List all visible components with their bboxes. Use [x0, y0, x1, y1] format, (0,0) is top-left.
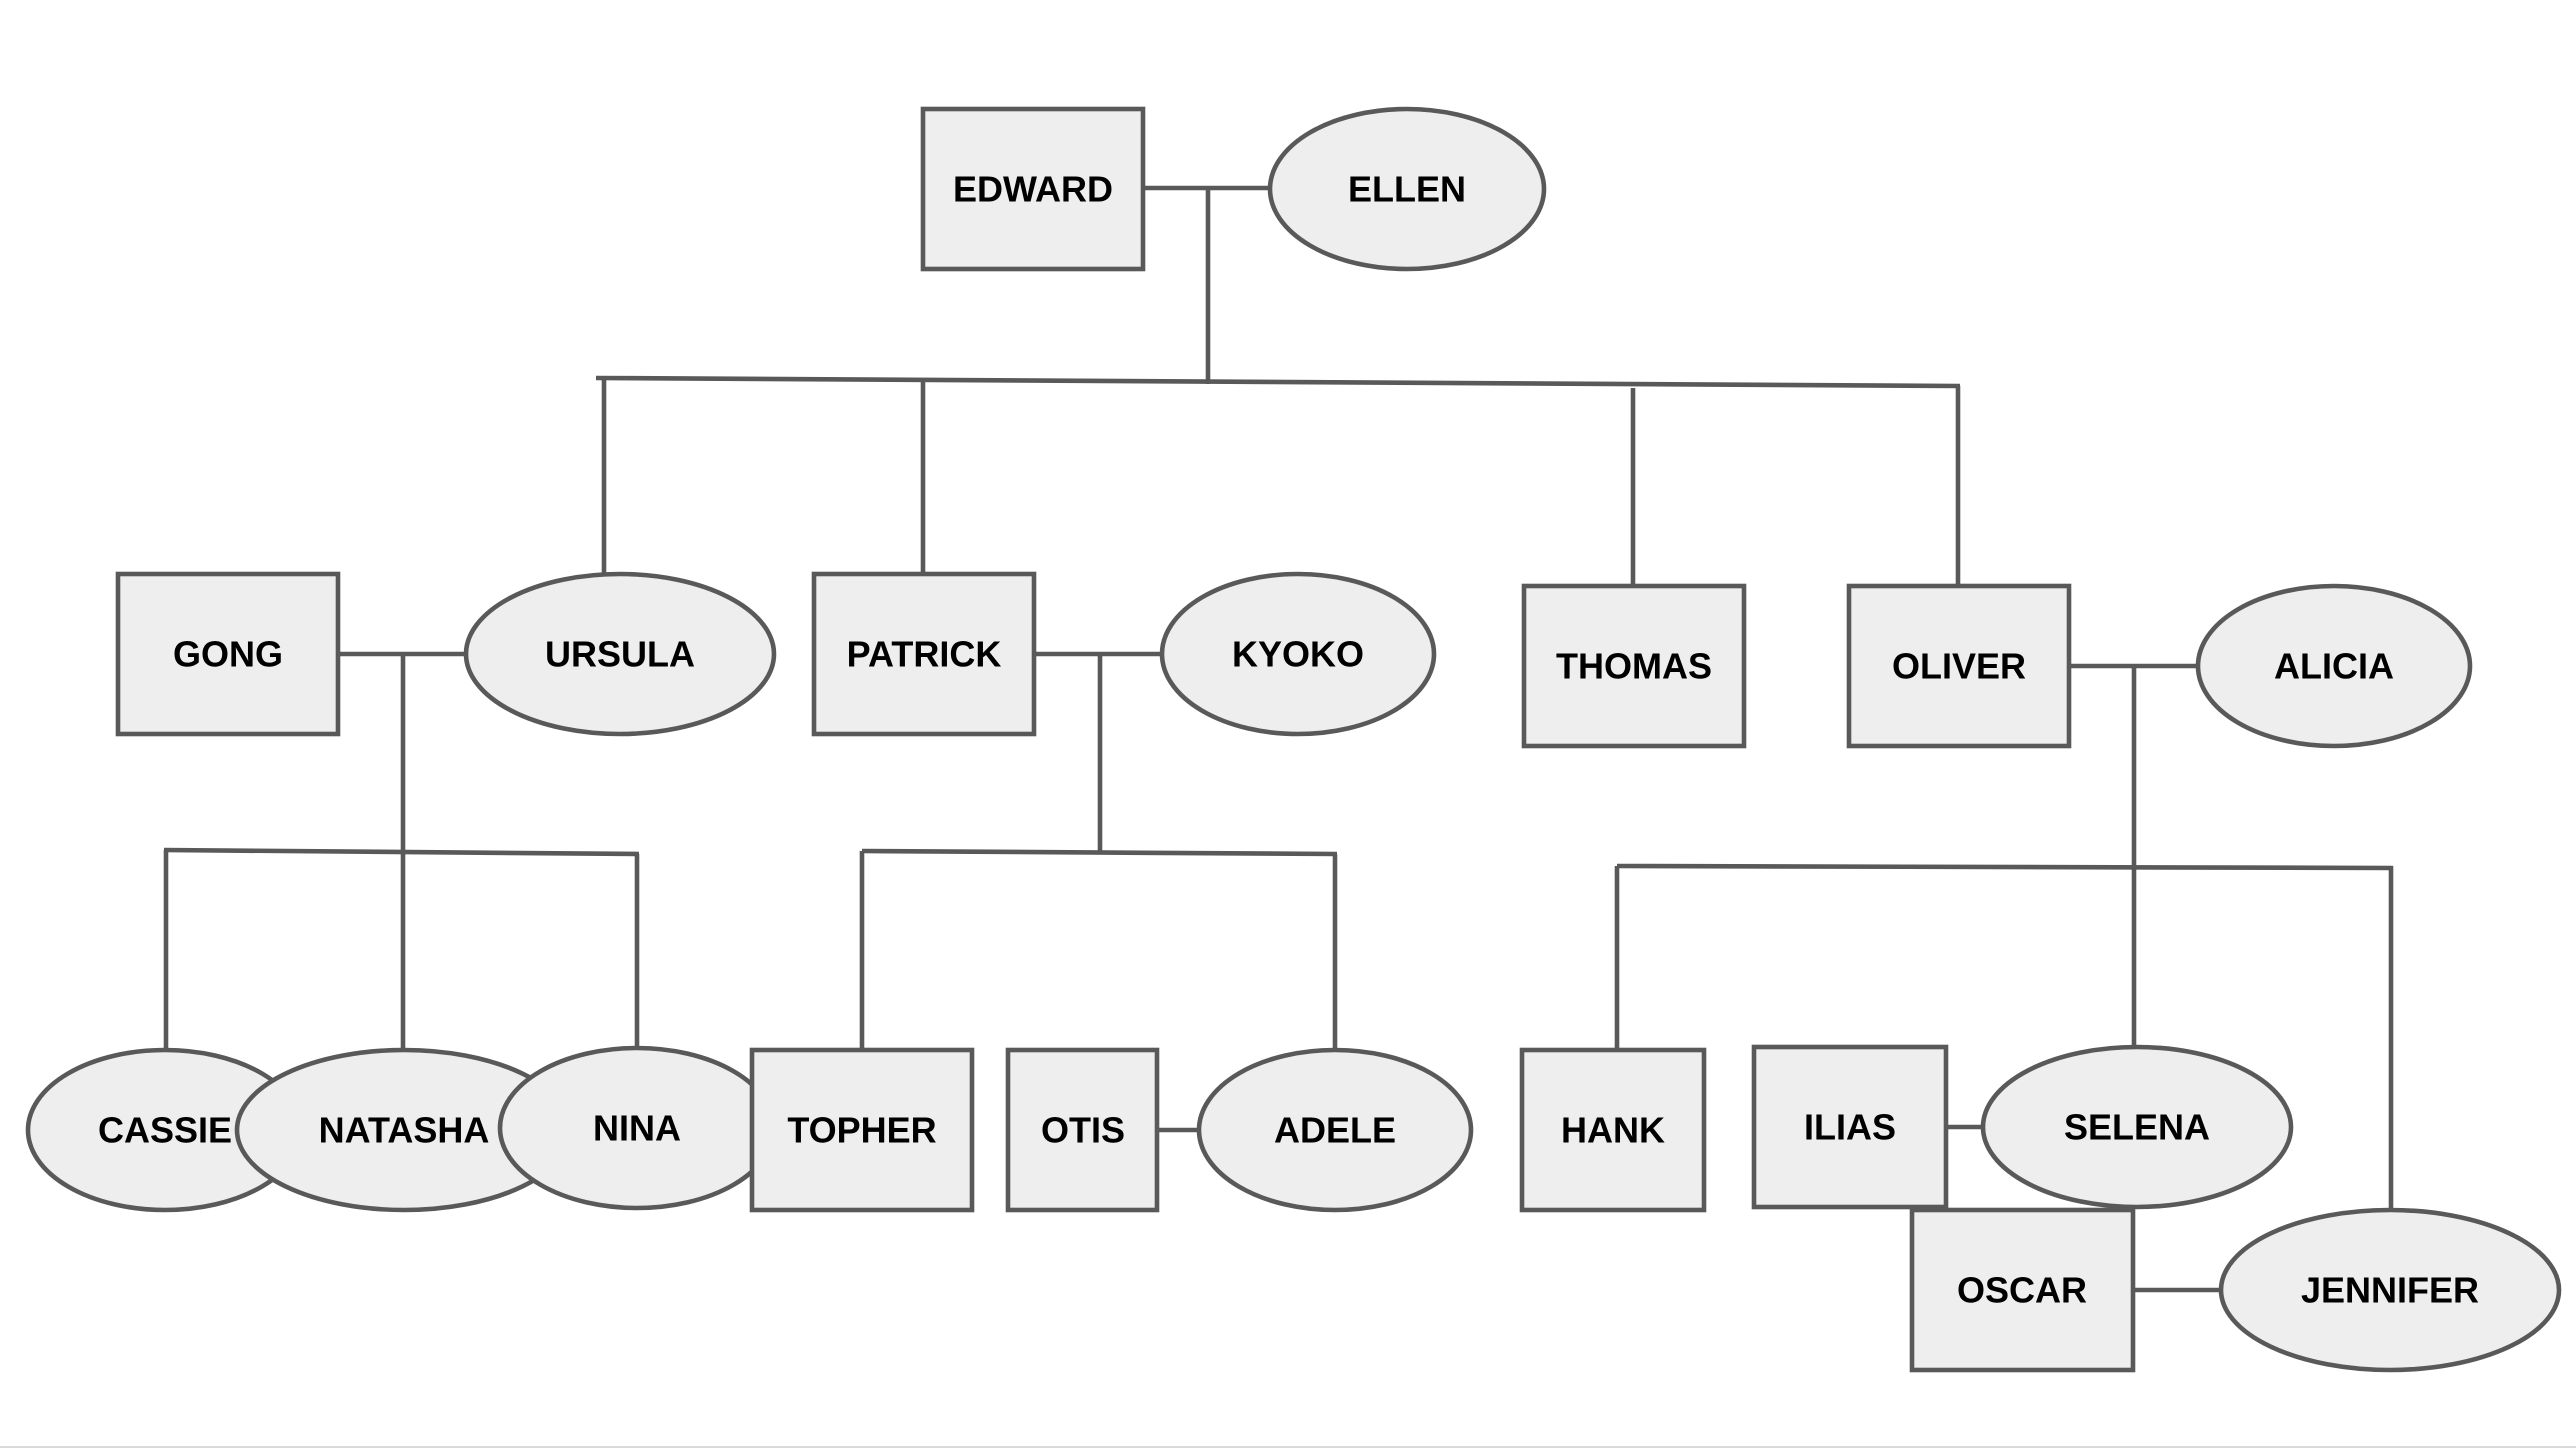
female-oval [1980, 1044, 2294, 1210]
female-oval [2218, 1207, 2562, 1373]
person-name: NINA [593, 1108, 681, 1149]
person-name: OSCAR [1957, 1270, 2087, 1311]
person-name: THOMAS [1556, 646, 1712, 687]
female-oval [1267, 106, 1547, 272]
person-name: KYOKO [1232, 634, 1364, 675]
person-name: URSULA [545, 634, 695, 675]
connectors [163, 185, 2394, 1293]
person-name: SELENA [2064, 1107, 2210, 1148]
person-kyoko: KYOKO [1159, 571, 1437, 737]
person-hank: HANK [1519, 1047, 1707, 1213]
person-nina: NINA [497, 1045, 777, 1211]
male-box [1909, 1207, 2136, 1373]
male-box [1521, 583, 1747, 749]
person-natasha: NATASHA [234, 1047, 574, 1213]
generation-2-sibling-line [595, 375, 1961, 389]
person-name: ILIAS [1804, 1107, 1896, 1148]
person-name: TOPHER [787, 1110, 936, 1151]
person-name: ADELE [1274, 1110, 1396, 1151]
person-name: PATRICK [847, 634, 1002, 675]
person-otis: OTIS [1005, 1047, 1160, 1213]
person-oscar: OSCAR [1909, 1207, 2136, 1373]
person-jennifer: JENNIFER [2218, 1207, 2562, 1373]
male-box [1751, 1044, 1949, 1210]
male-box [749, 1047, 975, 1213]
male-box [811, 571, 1037, 737]
male-box [115, 571, 341, 737]
male-box [1005, 1047, 1160, 1213]
person-alicia: ALICIA [2195, 583, 2473, 749]
person-ilias: ILIAS [1751, 1044, 1949, 1210]
gong-ursula-children-line [163, 847, 640, 857]
person-name: GONG [173, 634, 283, 675]
person-edward: EDWARD [920, 106, 1146, 272]
person-name: OTIS [1041, 1110, 1125, 1151]
person-name: CASSIE [98, 1110, 232, 1151]
person-name: OLIVER [1892, 646, 2026, 687]
person-adele: ADELE [1196, 1047, 1474, 1213]
person-oliver: OLIVER [1846, 583, 2072, 749]
oliver-alicia-children-line [1616, 863, 2394, 871]
person-patrick: PATRICK [811, 571, 1037, 737]
person-ellen: ELLEN [1267, 106, 1547, 272]
person-selena: SELENA [1980, 1044, 2294, 1210]
person-cassie: CASSIE [25, 1047, 305, 1213]
person-ursula: URSULA [463, 571, 777, 737]
bottom-divider [0, 1446, 2576, 1448]
person-name: NATASHA [319, 1110, 490, 1151]
patrick-kyoko-children-line [861, 848, 1338, 857]
male-box [920, 106, 1146, 272]
female-oval [2195, 583, 2473, 749]
person-name: JENNIFER [2301, 1270, 2479, 1311]
person-name: ALICIA [2274, 646, 2394, 687]
person-topher: TOPHER [749, 1047, 975, 1213]
female-oval [1196, 1047, 1474, 1213]
female-oval [1159, 571, 1437, 737]
person-gong: GONG [115, 571, 341, 737]
male-box [1846, 583, 2072, 749]
person-name: HANK [1561, 1110, 1665, 1151]
person-thomas: THOMAS [1521, 583, 1747, 749]
person-name: ELLEN [1348, 169, 1466, 210]
female-oval [463, 571, 777, 737]
person-name: EDWARD [953, 169, 1113, 210]
male-box [1519, 1047, 1707, 1213]
